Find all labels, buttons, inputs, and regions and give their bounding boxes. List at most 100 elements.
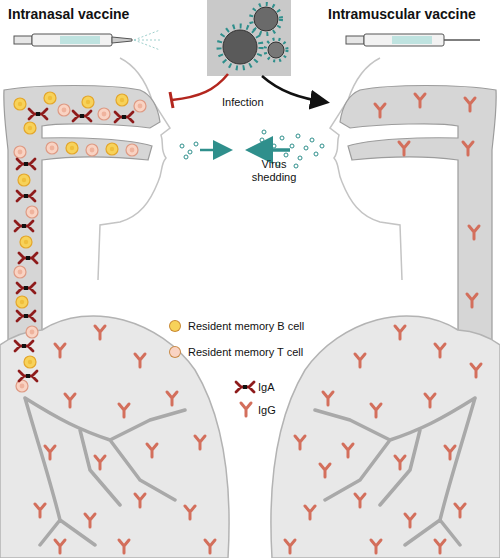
t-cell: [14, 146, 26, 158]
igg: [435, 540, 445, 553]
legend-text: IgG: [258, 404, 276, 417]
igg: [205, 540, 215, 553]
legend-swatch: [169, 346, 181, 358]
inhibit-bar: [170, 92, 173, 108]
intramuscular-syringe: [346, 34, 480, 46]
igg: [399, 142, 409, 155]
igg: [395, 326, 405, 339]
b-cell: [24, 122, 36, 134]
igg: [295, 436, 305, 449]
head-airway-lungs: [271, 58, 500, 558]
panel-heading: Intramuscular vaccine: [328, 6, 500, 22]
igg: [195, 436, 205, 449]
t-cell: [14, 266, 26, 278]
legend-text: IgA: [258, 381, 275, 394]
b-cell: [24, 356, 36, 368]
igg: [35, 504, 45, 517]
t-cell: [26, 206, 38, 218]
igg: [135, 494, 145, 507]
igg: [85, 514, 95, 527]
virus-panel: [207, 0, 291, 76]
virus-particles: [180, 130, 324, 168]
iga: [19, 371, 37, 381]
iga: [17, 311, 35, 321]
igg: [185, 506, 195, 519]
legend-swatch: [169, 320, 181, 332]
iga: [17, 159, 35, 169]
iga-antibodies: [15, 109, 133, 381]
legend-iga-sample: [236, 382, 254, 392]
t-cell: [134, 100, 146, 112]
t-cell: [126, 144, 138, 156]
iga: [17, 191, 35, 201]
igg: [463, 142, 473, 155]
shedding-arrow: [252, 148, 290, 152]
resident-t-cells: [14, 100, 146, 392]
igg: [147, 444, 157, 457]
t-cell: [58, 104, 70, 116]
b-cell: [82, 96, 94, 108]
igg: [405, 514, 415, 527]
igg: [371, 540, 381, 553]
b-cell: [106, 143, 118, 155]
iga: [115, 112, 133, 122]
head-airway-lungs: [0, 58, 229, 558]
inhibit-arrow: [172, 74, 228, 100]
infection-arrow: [262, 76, 325, 102]
legend-igg-sample: [241, 403, 251, 416]
igg: [95, 326, 105, 339]
igg: [65, 394, 75, 407]
igg: [467, 294, 477, 307]
iga: [19, 253, 37, 263]
igg: [320, 464, 330, 477]
b-cell: [14, 98, 26, 110]
igg: [323, 392, 333, 405]
t-cell: [98, 108, 110, 120]
igg: [285, 540, 295, 553]
iga: [15, 341, 33, 351]
annotation-label: Infection: [222, 96, 282, 109]
t-cell: [26, 326, 38, 338]
b-cell: [20, 236, 32, 248]
igg: [435, 344, 445, 357]
igg: [55, 344, 65, 357]
legend-text: Resident memory B cell: [188, 320, 304, 333]
igg: [119, 540, 129, 553]
igg: [135, 354, 145, 367]
igg: [45, 446, 55, 459]
igg: [471, 364, 481, 377]
t-cell: [16, 380, 28, 392]
igg: [469, 226, 479, 239]
legend-text: Resident memory T cell: [188, 346, 303, 359]
igg: [119, 404, 129, 417]
iga: [17, 283, 35, 293]
igg: [445, 446, 455, 459]
igg: [395, 456, 405, 469]
igg-antibodies: [35, 94, 481, 553]
iga: [73, 111, 91, 121]
igg: [371, 404, 381, 417]
shedding-arrow: [200, 149, 228, 152]
t-cell: [86, 144, 98, 156]
b-cell: [16, 296, 28, 308]
b-cell: [66, 142, 78, 154]
b-cell: [44, 92, 56, 104]
igg: [355, 354, 365, 367]
annotation-label: Virus shedding: [242, 158, 306, 183]
b-cell: [18, 174, 30, 186]
t-cell: [46, 142, 58, 154]
igg: [55, 540, 65, 553]
iga: [29, 109, 47, 119]
igg: [425, 394, 435, 407]
intranasal-syringe: [14, 30, 162, 50]
iga: [15, 221, 33, 231]
igg: [167, 392, 177, 405]
igg: [415, 94, 425, 107]
igg: [355, 494, 365, 507]
resident-b-cells: [14, 92, 128, 368]
panel-heading: Intranasal vaccine: [8, 6, 208, 22]
igg: [465, 98, 475, 111]
b-cell: [116, 94, 128, 106]
